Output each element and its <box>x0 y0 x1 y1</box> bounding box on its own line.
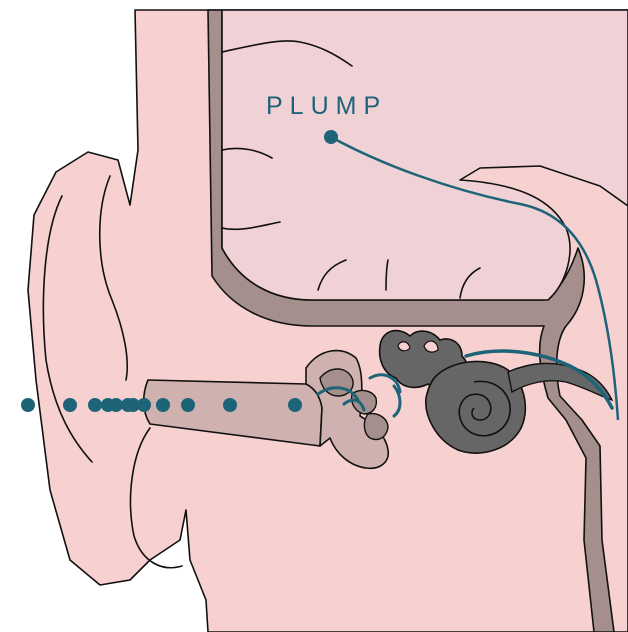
plump-label: PLUMP <box>266 92 387 121</box>
label-pointer-dot <box>324 130 338 144</box>
sound-dot <box>223 398 237 412</box>
brain-region <box>222 10 628 300</box>
sound-dot <box>126 398 140 412</box>
sound-dot <box>288 398 302 412</box>
sound-dot <box>63 398 77 412</box>
sound-dot <box>156 398 170 412</box>
sound-dot <box>101 398 115 412</box>
sound-dot <box>88 398 102 412</box>
sound-dot <box>181 398 195 412</box>
sound-dot <box>21 398 35 412</box>
